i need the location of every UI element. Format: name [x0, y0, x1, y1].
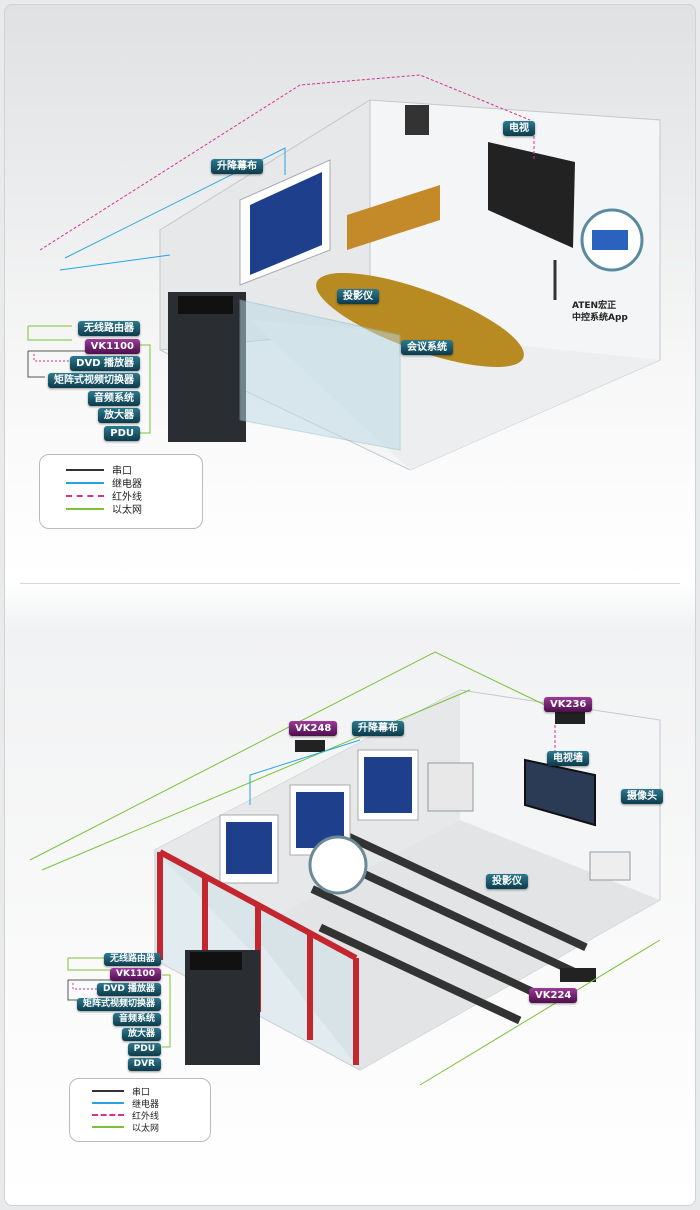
serial-line-swatch [92, 1090, 124, 1092]
callout-camera: 摄像头 [621, 789, 663, 804]
ir-line-swatch [92, 1114, 124, 1116]
callout-conference-system: 会议系统 [401, 340, 453, 355]
relay-line-swatch [66, 481, 104, 484]
legend-item-serial: 串口 [66, 463, 202, 477]
rack-label-dvr: DVR [127, 1058, 161, 1071]
callout-tv-wall: 电视墙 [547, 751, 589, 766]
rack-label-dvd: DVD 播放器 [96, 983, 161, 996]
callout-aten-app: ATEN宏正中控系统App [572, 300, 628, 324]
callout-projector-bottom: 投影仪 [486, 874, 528, 889]
callout-vk248: VK248 [289, 721, 338, 736]
ethernet-line-swatch [66, 507, 104, 510]
ir-line-swatch [66, 494, 104, 497]
rack-label-amplifier: 放大器 [98, 408, 140, 423]
legend-item-ir: 红外线 [66, 489, 202, 503]
app-label-line2: 中控系统App [572, 313, 628, 323]
rack-label-pdu: PDU [104, 426, 140, 441]
relay-line-swatch [92, 1102, 124, 1104]
legend-item-ethernet: 以太网 [66, 502, 202, 516]
rack-label-pdu: PDU [127, 1043, 161, 1056]
legend-bottom: 串口 继电器 红外线 以太网 [69, 1078, 211, 1142]
rack-label-matrix-switch: 矩阵式视频切换器 [76, 998, 161, 1011]
callout-tv: 电视 [503, 121, 535, 136]
rack-label-matrix-switch: 矩阵式视频切换器 [48, 373, 140, 388]
rack-label-amplifier: 放大器 [121, 1028, 161, 1041]
rack-label-audio: 音频系统 [88, 391, 140, 406]
callout-vk224: VK224 [529, 988, 578, 1003]
section-divider [20, 583, 680, 584]
rack-label-router: 无线路由器 [103, 953, 161, 966]
app-label-line1: ATEN宏正 [572, 301, 617, 311]
legend-top: 串口 继电器 红外线 以太网 [39, 454, 203, 529]
rack-label-dvd: DVD 播放器 [70, 356, 140, 371]
legend-item-relay: 继电器 [66, 476, 202, 490]
callout-projector: 投影仪 [337, 289, 379, 304]
callout-screen-bottom: 升降幕布 [352, 721, 404, 736]
rack-label-audio: 音频系统 [112, 1013, 161, 1026]
rack-label-router: 无线路由器 [78, 321, 140, 336]
callout-screen: 升降幕布 [211, 159, 263, 174]
lecture-hall-illustration [29, 651, 661, 1086]
ethernet-line-swatch [92, 1126, 124, 1128]
rack-label-vk1100: VK1100 [110, 968, 161, 981]
rack-label-vk1100: VK1100 [84, 339, 140, 354]
serial-line-swatch [66, 468, 104, 471]
callout-vk236: VK236 [544, 697, 593, 712]
